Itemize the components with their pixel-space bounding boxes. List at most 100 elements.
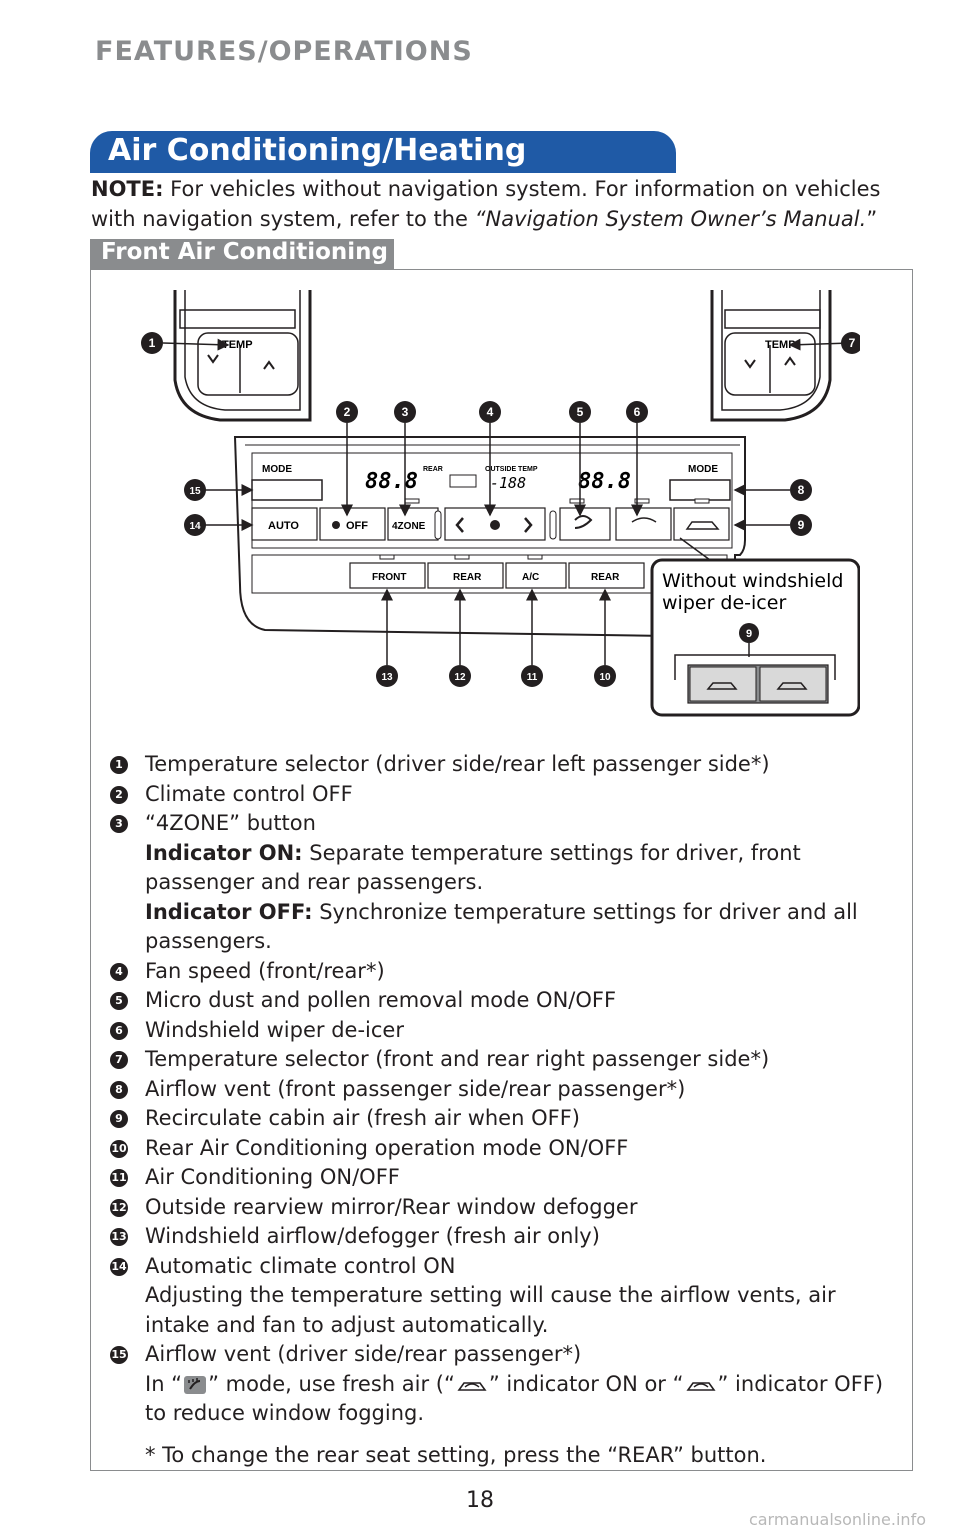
callout-4: 4: [487, 405, 494, 419]
callout-1: 1: [149, 336, 156, 350]
callout-9: 9: [798, 518, 805, 532]
left-temp-label: TEMP: [222, 339, 253, 351]
item-text: Recirculate cabin air (fresh air when OF…: [145, 1106, 580, 1130]
display-outside: OUTSIDE TEMP: [485, 466, 538, 473]
callout-14: 14: [189, 521, 201, 532]
item-text: Temperature selector (front and rear rig…: [145, 1047, 770, 1071]
item-number: 1: [110, 756, 128, 774]
inset-without-deicer: Without windshield wiper de-icer 9: [650, 537, 860, 717]
rear-button-label: REAR: [591, 572, 620, 583]
note: NOTE: For vehicles without navigation sy…: [91, 174, 921, 234]
callout-5: 5: [577, 405, 584, 419]
item-text: Airflow vent (front passenger side/rear …: [145, 1076, 686, 1101]
item-text: Outside rearview mirror/Rear window defo…: [145, 1194, 638, 1219]
display-rear: REAR: [423, 466, 443, 473]
item-number: 13: [110, 1228, 128, 1246]
item-number: 8: [110, 1080, 128, 1099]
subsection-title: Front Air Conditioning: [101, 239, 388, 265]
page-title: Air Conditioning/Heating: [108, 133, 527, 168]
auto-button-label: AUTO: [268, 520, 299, 532]
title-bar: [90, 131, 676, 173]
item-number: 3: [110, 815, 128, 833]
item-subtext: Indicator ON: Separate temperature setti…: [145, 840, 801, 895]
item-text: Windshield wiper de-icer: [145, 1017, 404, 1042]
item-text: Air Conditioning ON/OFF: [145, 1165, 400, 1189]
bottom-button-row: FRONT REAR A/C REAR: [349, 554, 645, 589]
ac-button-label: A/C: [522, 572, 539, 583]
list-item: 4 Fan speed (front/rear*): [110, 957, 890, 987]
climate-panel-diagram: TEMP TEMP MODE MODE 88.8 REAR OUTSIDE TE…: [141, 290, 860, 717]
list-item: 10 Rear Air Conditioning operation mode O…: [110, 1134, 890, 1164]
callout-13: 13: [381, 672, 393, 683]
list-item: 11 Air Conditioning ON/OFF: [110, 1163, 890, 1193]
recirculate-car-icon: [685, 1381, 716, 1391]
display-right-temp: 88.8: [578, 469, 631, 494]
legend-list: 1 Temperature selector (driver side/rear …: [110, 750, 890, 1470]
note-label: NOTE:: [91, 177, 164, 201]
list-item: 6 Windshield wiper de-icer: [110, 1016, 890, 1046]
list-item: 1 Temperature selector (driver side/rear …: [110, 750, 890, 780]
list-item: 2 Climate control OFF: [110, 780, 890, 810]
list-item: 8 Airflow vent (front passenger side/rear…: [110, 1075, 890, 1105]
front-button-label: FRONT: [372, 572, 406, 583]
callout-8: 8: [798, 483, 805, 497]
list-item: 3 “4ZONE” button Indicator ON: Separate t…: [110, 809, 890, 957]
content-panel: [90, 269, 913, 1471]
recirculate-car-icon: [457, 1381, 487, 1391]
item-number: 11: [110, 1169, 128, 1187]
list-item: 13 Windshield airflow/defogger (fresh air…: [110, 1222, 890, 1252]
callout-7: 7: [849, 336, 856, 350]
defog-mode-icon: [184, 1375, 207, 1394]
list-item: 14 Automatic climate control ON Adjusting…: [110, 1252, 890, 1341]
watermark: carmanualsonline.info: [748, 1510, 926, 1529]
callout-11: 11: [527, 672, 538, 683]
center-panel: MODE MODE 88.8 REAR OUTSIDE TEMP -188 88…: [233, 436, 746, 639]
item-subtext: Indicator OFF: Synchronize temperature s…: [145, 899, 858, 954]
section-header: FEATURES/OPERATIONS: [95, 36, 473, 67]
item-text: Fan speed (front/rear*): [145, 958, 385, 983]
callouts: [162, 338, 851, 665]
zone-button-label: 4ZONE: [392, 521, 426, 532]
item-text: Automatic climate control ON: [145, 1253, 456, 1278]
note-close: ”: [866, 207, 878, 231]
callout-15: 15: [189, 486, 201, 497]
item-number: 10: [110, 1139, 128, 1158]
callout-12: 12: [454, 672, 466, 683]
note-manual: “Navigation System Owner’s Manual.: [474, 207, 867, 231]
item-number: 2: [110, 785, 128, 804]
subsection-tab: [90, 239, 394, 269]
left-temp-housing: TEMP: [173, 290, 312, 422]
item-text: Temperature selector (driver side/rear l…: [145, 752, 770, 776]
item-text: “4ZONE” button: [145, 811, 316, 835]
callout-6: 6: [634, 405, 641, 419]
inset-callout-9: 9: [746, 628, 752, 640]
display-left-temp: 88.8: [365, 469, 418, 494]
item-number: 4: [110, 962, 128, 981]
off-button-label: OFF: [346, 520, 368, 532]
item-number: 12: [110, 1198, 128, 1217]
top-button-row: AUTO OFF 4ZONE: [251, 498, 730, 541]
item-subtext: In “” mode, use fresh air (“” indicator …: [145, 1371, 884, 1426]
item-number: 7: [110, 1051, 128, 1069]
callout-2: 2: [344, 405, 351, 419]
item-text: Climate control OFF: [145, 781, 353, 806]
inset-caption-1: Without windshield: [662, 570, 843, 592]
display-mid: -188: [490, 474, 526, 492]
rear-defog-button-label: REAR: [453, 572, 482, 583]
right-temp-label: TEMP: [765, 339, 796, 351]
list-item: 7 Temperature selector (front and rear ri…: [110, 1045, 890, 1075]
right-temp-housing: TEMP: [710, 290, 832, 422]
item-number: 14: [110, 1257, 128, 1276]
callout-badges: 1 7 2 3 4 5 6 8 9 15 14 13 12 11 10: [141, 332, 860, 687]
item-number: 6: [110, 1021, 128, 1040]
item-number: 15: [110, 1346, 128, 1364]
item-subtext: Adjusting the temperature setting will c…: [145, 1283, 836, 1337]
note-text: For vehicles without navigation system. …: [91, 177, 881, 231]
item-text: Rear Air Conditioning operation mode ON/…: [145, 1135, 629, 1160]
item-text: Windshield airflow/defogger (fresh air o…: [145, 1224, 600, 1248]
list-item: 12 Outside rearview mirror/Rear window de…: [110, 1193, 890, 1223]
list-item: 9 Recirculate cabin air (fresh air when O…: [110, 1104, 890, 1134]
item-number: 9: [110, 1110, 128, 1128]
item-text: Micro dust and pollen removal mode ON/OF…: [145, 988, 617, 1012]
